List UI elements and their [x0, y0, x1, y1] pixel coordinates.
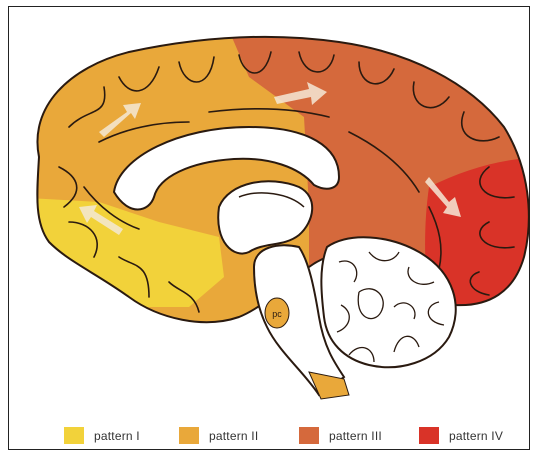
legend: pattern I pattern II pattern III pattern…	[64, 427, 534, 451]
legend-swatch	[299, 427, 319, 444]
legend-label: pattern II	[209, 429, 258, 443]
legend-swatch	[179, 427, 199, 444]
brain-sagittal-diagram: pc	[9, 7, 531, 451]
legend-item-pattern-iii: pattern III	[299, 427, 382, 444]
figure-frame: pc pattern I pattern	[8, 6, 530, 450]
legend-item-pattern-iv: pattern IV	[419, 427, 503, 444]
pons-label: pc	[272, 309, 282, 319]
legend-label: pattern I	[94, 429, 140, 443]
legend-item-pattern-ii: pattern II	[179, 427, 258, 444]
legend-label: pattern IV	[449, 429, 503, 443]
legend-swatch	[419, 427, 439, 444]
legend-swatch	[64, 427, 84, 444]
legend-item-pattern-i: pattern I	[64, 427, 140, 444]
legend-label: pattern III	[329, 429, 382, 443]
